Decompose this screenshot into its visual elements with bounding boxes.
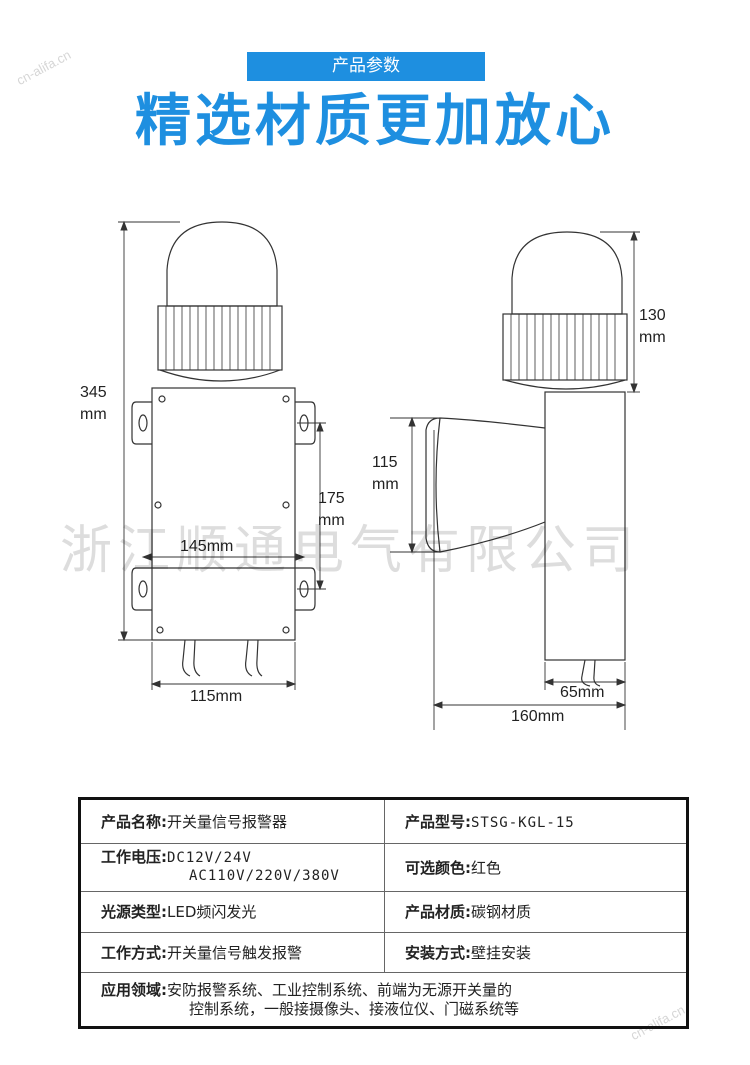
- spec-application: 应用领域:安防报警系统、工业控制系统、前端为无源开关量的 控制系统，一般接摄像头…: [79, 972, 688, 1028]
- table-row: 应用领域:安防报警系统、工业控制系统、前端为无源开关量的 控制系统，一般接摄像头…: [79, 972, 688, 1028]
- spec-model: 产品型号:STSG-KGL-15: [384, 798, 688, 844]
- spec-install: 安装方式:壁挂安装: [384, 931, 688, 974]
- front-dimensions: [118, 220, 326, 690]
- table-row: 光源类型:LED频闪发光 产品材质:碳钢材质: [79, 891, 688, 933]
- screw-icon: [154, 501, 162, 509]
- left-lower-bracket: [131, 567, 152, 611]
- front-enclosure: [151, 387, 296, 641]
- table-row: 工作电压:DC12V/24V AC110V/220V/380V 可选颜色:红色: [79, 842, 688, 893]
- cable-right: [245, 639, 253, 677]
- mount-hole-icon: [138, 414, 148, 432]
- table-row: 工作方式:开关量信号触发报警 安装方式:壁挂安装: [79, 931, 688, 974]
- side-lamp-collar: [502, 313, 628, 381]
- horn-speaker: [425, 417, 546, 553]
- spec-table: 产品名称:开关量信号报警器 产品型号:STSG-KGL-15 工作电压:DC12…: [78, 797, 689, 1029]
- spec-work-mode: 工作方式:开关量信号触发报警: [79, 931, 385, 974]
- spec-material: 产品材质:碳钢材质: [384, 891, 688, 933]
- cable-left: [182, 639, 191, 677]
- side-dimensions: [390, 230, 640, 730]
- left-upper-bracket: [131, 401, 152, 445]
- table-row: 产品名称:开关量信号报警器 产品型号:STSG-KGL-15: [79, 798, 688, 844]
- front-lamp-collar: [157, 305, 283, 371]
- dim-mount-width: 145mm: [180, 538, 234, 555]
- dim-overall-depth: 160mm: [511, 708, 565, 725]
- side-view: [425, 231, 628, 687]
- front-lamp-dome: [166, 221, 278, 307]
- front-view: [131, 221, 316, 677]
- section-badge: 产品参数: [247, 52, 485, 81]
- spec-color: 可选颜色:红色: [384, 842, 688, 893]
- screw-icon: [282, 395, 290, 403]
- screw-icon: [158, 395, 166, 403]
- dim-body-depth: 65mm: [560, 684, 605, 701]
- mount-hole-icon: [138, 580, 148, 598]
- product-dimension-drawing: [118, 220, 640, 730]
- spec-light-source: 光源类型:LED频闪发光: [79, 891, 385, 933]
- screw-icon: [156, 626, 164, 634]
- screw-icon: [282, 501, 290, 509]
- side-lamp-dome: [511, 231, 623, 315]
- spec-name: 产品名称:开关量信号报警器: [79, 798, 385, 844]
- side-enclosure: [544, 391, 626, 661]
- page-title: 精选材质更加放心: [135, 89, 615, 154]
- dim-box-width: 115mm: [190, 688, 243, 705]
- spec-voltage: 工作电压:DC12V/24V AC110V/220V/380V: [79, 842, 385, 893]
- screw-icon: [282, 626, 290, 634]
